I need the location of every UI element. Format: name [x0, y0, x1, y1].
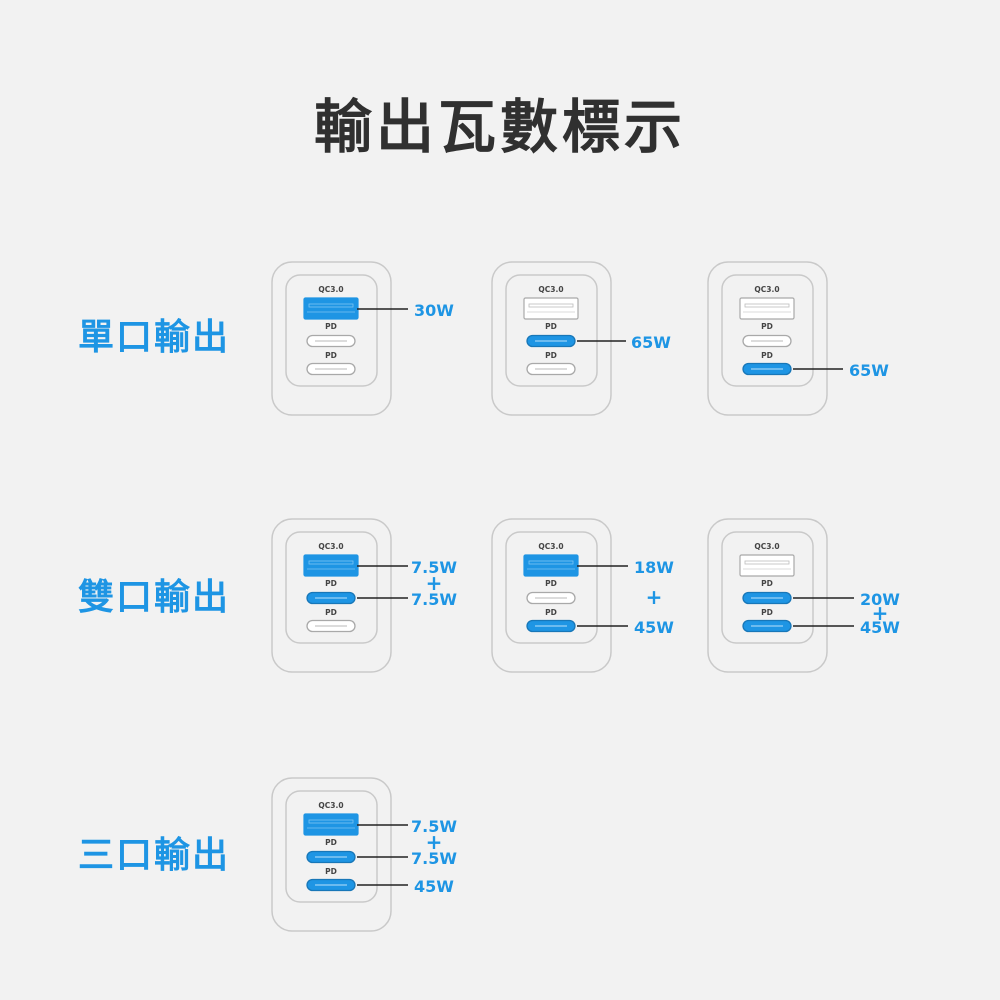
- charger-2-3: QC3.0PD PD 20W+45W: [707, 518, 900, 673]
- pd-port-label-1: PD: [761, 322, 773, 331]
- charger-body: [491, 518, 612, 673]
- usb-a-pins: [308, 560, 354, 565]
- charger-1-2: QC3.0PD PD 65W: [491, 261, 671, 416]
- qc-port-label: QC3.0: [318, 285, 343, 294]
- usb-a-pins: [528, 303, 574, 308]
- charger-body: [707, 261, 828, 416]
- pd-port-label-2: PD: [761, 608, 773, 617]
- pd-port-label-2: PD: [325, 608, 337, 617]
- pd-port-label-1: PD: [325, 579, 337, 588]
- wattage-label: 65W: [631, 333, 671, 352]
- pd-port-label-1: PD: [325, 838, 337, 847]
- row-label-triple-port: 三口輸出: [78, 835, 231, 876]
- charger-body: [707, 518, 828, 673]
- charger-face: [721, 531, 814, 644]
- charger-face: [505, 531, 598, 644]
- pd-port-label-1: PD: [325, 322, 337, 331]
- pd-port-label-2: PD: [545, 608, 557, 617]
- wattage-label: 20W: [860, 590, 900, 609]
- charger-body: [271, 261, 392, 416]
- pd-port-label-2: PD: [545, 351, 557, 360]
- wattage-label: 45W: [860, 618, 900, 637]
- usb-a-pins: [744, 560, 790, 565]
- pd-port-label-2: PD: [761, 351, 773, 360]
- usb-a-port: [303, 554, 359, 577]
- qc-port-label: QC3.0: [318, 542, 343, 551]
- wattage-label: 18W: [634, 558, 674, 577]
- charger-face: [285, 531, 378, 644]
- pd-port-label-1: PD: [545, 579, 557, 588]
- usb-a-pins: [744, 303, 790, 308]
- charger-3-1: QC3.0PD PD 7.5W+7.5W 45W: [271, 777, 457, 932]
- qc-port-label: QC3.0: [318, 801, 343, 810]
- wattage-label: 7.5W: [411, 817, 457, 836]
- pd-port-label-1: PD: [761, 579, 773, 588]
- plus-sign: +: [872, 601, 889, 625]
- charger-2-2: QC3.0PD PD 18W +45W: [491, 518, 674, 673]
- wattage-label: 45W: [634, 618, 674, 637]
- plus-sign: +: [426, 830, 443, 854]
- page-title: 輸出瓦數標示: [313, 93, 686, 161]
- plus-sign: +: [646, 585, 663, 609]
- charger-face: [505, 274, 598, 387]
- charger-face: [285, 790, 378, 903]
- usb-a-pins: [528, 560, 574, 565]
- charger-face: [285, 274, 378, 387]
- plus-sign: +: [426, 571, 443, 595]
- usb-a-port: [523, 297, 579, 320]
- usb-a-port: [739, 297, 795, 320]
- row-label-single-port: 單口輸出: [78, 317, 231, 358]
- wattage-label: 45W: [414, 877, 454, 896]
- pd-port-label-2: PD: [325, 867, 337, 876]
- charger-1-1: QC3.0PD PD 30W: [271, 261, 454, 416]
- wattage-label: 7.5W: [411, 849, 457, 868]
- usb-a-port: [303, 813, 359, 836]
- charger-body: [491, 261, 612, 416]
- wattage-label: 30W: [414, 301, 454, 320]
- usb-a-pins: [308, 819, 354, 824]
- pd-port-label-2: PD: [325, 351, 337, 360]
- charger-1-3: QC3.0PD PD 65W: [707, 261, 889, 416]
- pd-port-label-1: PD: [545, 322, 557, 331]
- usb-a-port: [739, 554, 795, 577]
- usb-a-port: [303, 297, 359, 320]
- wattage-label: 65W: [849, 361, 889, 380]
- qc-port-label: QC3.0: [754, 285, 779, 294]
- wattage-label: 7.5W: [411, 558, 457, 577]
- charger-body: [271, 518, 392, 673]
- qc-port-label: QC3.0: [538, 285, 563, 294]
- qc-port-label: QC3.0: [538, 542, 563, 551]
- usb-a-pins: [308, 303, 354, 308]
- charger-body: [271, 777, 392, 932]
- row-label-dual-port: 雙口輸出: [78, 577, 231, 618]
- charger-face: [721, 274, 814, 387]
- wattage-label: 7.5W: [411, 590, 457, 609]
- usb-a-port: [523, 554, 579, 577]
- charger-2-1: QC3.0PD PD 7.5W+7.5W: [271, 518, 457, 673]
- qc-port-label: QC3.0: [754, 542, 779, 551]
